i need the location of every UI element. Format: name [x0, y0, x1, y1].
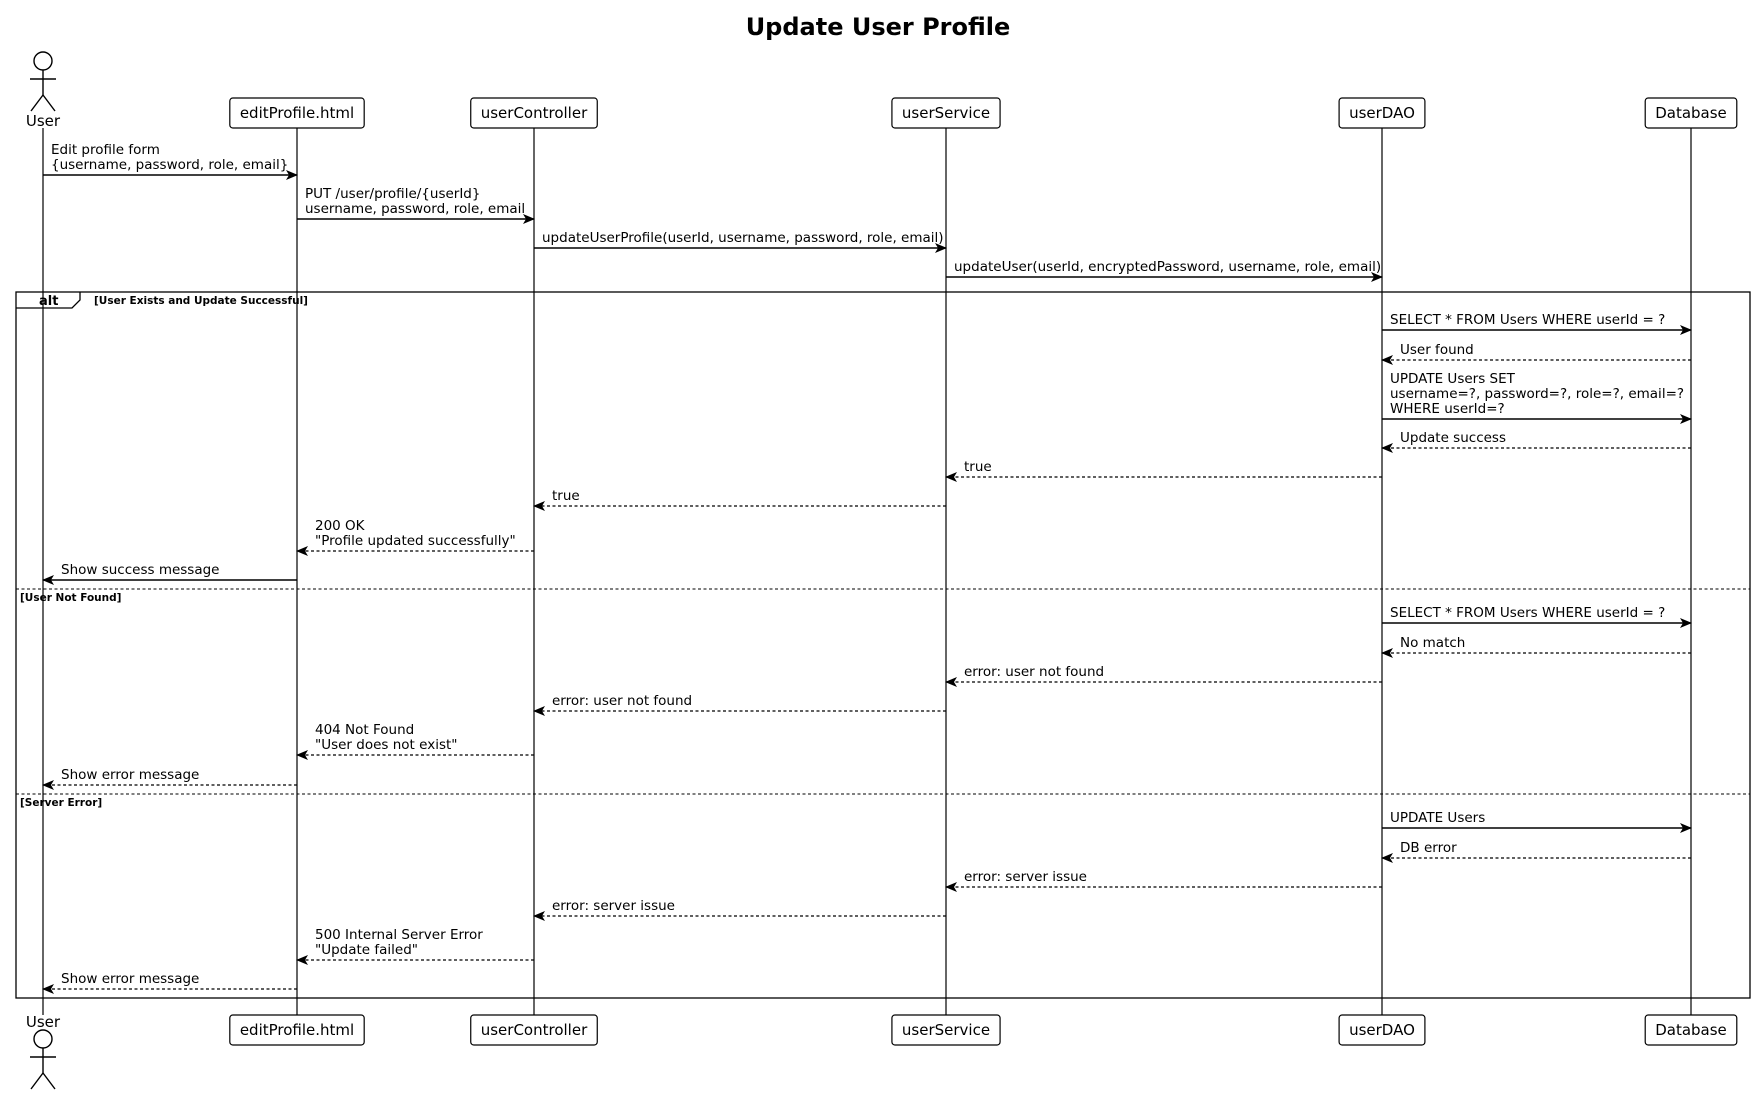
message-label: UPDATE Users SET [1390, 371, 1516, 387]
message-14: No match [1381, 635, 1691, 658]
message-label: 404 Not Found [315, 722, 414, 738]
message-4: updateUser(userId, encryptedPassword, us… [946, 259, 1383, 282]
message-label: updateUser(userId, encryptedPassword, us… [954, 259, 1381, 275]
message-label: User found [1400, 342, 1474, 358]
participant-userController-top: userController [470, 97, 598, 129]
actor-user-bottom: User [26, 1013, 61, 1090]
message-label: true [964, 459, 992, 475]
message-label: SELECT * FROM Users WHERE userId = ? [1390, 312, 1665, 328]
participant-label: userDAO [1349, 1021, 1415, 1039]
message-label: error: user not found [964, 664, 1104, 680]
alt-condition-1: [User Exists and Update Successful] [94, 295, 308, 307]
participant-label: userService [902, 104, 990, 122]
alt-frame-tag-box [16, 292, 81, 309]
message-label: DB error [1400, 840, 1457, 856]
alt-frame-tag: alt [39, 294, 58, 309]
message-21: error: server issue [945, 869, 1382, 892]
message-label: "Profile updated successfully" [315, 533, 516, 549]
message-18: Show error message [42, 767, 297, 790]
message-16: error: user not found [533, 693, 946, 716]
participant-box [1644, 1014, 1738, 1046]
message-1: Edit profile form{username, password, ro… [43, 142, 298, 180]
message-label: Show error message [61, 971, 199, 987]
message-23: 500 Internal Server Error"Update failed" [296, 927, 534, 965]
participant-box [1338, 1014, 1426, 1046]
message-label: 500 Internal Server Error [315, 927, 483, 943]
actor-head [33, 51, 53, 71]
message-label: error: user not found [552, 693, 692, 709]
message-20: DB error [1381, 840, 1691, 863]
message-10: true [533, 488, 946, 511]
participant-label: User [26, 1013, 61, 1031]
message-5: SELECT * FROM Users WHERE userId = ? [1382, 312, 1692, 335]
participant-label: Database [1655, 104, 1727, 122]
message-label: error: server issue [964, 869, 1087, 885]
message-label: username=?, password=?, role=?, email=? [1390, 386, 1684, 402]
participant-editProfile-bottom: editProfile.html [229, 1014, 365, 1046]
participant-box [470, 1014, 598, 1046]
message-24: Show error message [42, 971, 297, 994]
participant-userDAO-bottom: userDAO [1338, 1014, 1426, 1046]
participant-editProfile-top: editProfile.html [229, 97, 365, 129]
participant-box [891, 1014, 1001, 1046]
alt-frame [15, 291, 1751, 999]
message-label: username, password, role, email [305, 201, 525, 217]
participant-box [1644, 97, 1738, 129]
participant-box [891, 97, 1001, 129]
message-22: error: server issue [533, 898, 946, 921]
participant-label: Database [1655, 1021, 1727, 1039]
message-label: error: server issue [552, 898, 675, 914]
participant-label: userController [481, 104, 588, 122]
participant-label: userDAO [1349, 104, 1415, 122]
message-15: error: user not found [945, 664, 1382, 687]
participant-database-bottom: Database [1644, 1014, 1738, 1046]
participant-box [229, 1014, 365, 1046]
message-label: {username, password, role, email} [51, 157, 288, 173]
message-label: updateUserProfile(userId, username, pass… [542, 230, 944, 246]
message-label: UPDATE Users [1390, 810, 1485, 826]
participant-box [229, 97, 365, 129]
alt-condition-2: [User Not Found] [20, 592, 121, 604]
participant-label: editProfile.html [240, 104, 354, 122]
message-label: Edit profile form [51, 142, 160, 158]
message-label: No match [1400, 635, 1465, 651]
message-8: Update success [1381, 430, 1691, 453]
message-label: true [552, 488, 580, 504]
message-label: SELECT * FROM Users WHERE userId = ? [1390, 605, 1665, 621]
message-3: updateUserProfile(userId, username, pass… [534, 230, 947, 253]
participant-box [470, 97, 598, 129]
message-12: Show success message [42, 562, 297, 585]
message-label: Update success [1400, 430, 1506, 446]
message-label: Show error message [61, 767, 199, 783]
message-label: "User does not exist" [315, 737, 457, 753]
participant-userDAO-top: userDAO [1338, 97, 1426, 129]
participant-userService-bottom: userService [891, 1014, 1001, 1046]
message-label: WHERE userId=? [1390, 401, 1505, 417]
alt-condition-3: [Server Error] [20, 797, 102, 809]
message-label: Show success message [61, 562, 220, 578]
message-label: "Update failed" [315, 942, 418, 958]
diagram-title: Update User Profile [746, 13, 1011, 41]
actor-user-top: User [26, 51, 61, 130]
message-17: 404 Not Found"User does not exist" [296, 722, 534, 760]
participant-box [1338, 97, 1426, 129]
participant-label: User [26, 112, 61, 130]
message-label: PUT /user/profile/{userId} [305, 186, 480, 202]
message-19: UPDATE Users [1382, 810, 1692, 833]
message-label: 200 OK [315, 518, 366, 534]
participant-label: userService [902, 1021, 990, 1039]
message-2: PUT /user/profile/{userId}username, pass… [297, 186, 535, 224]
message-11: 200 OK"Profile updated successfully" [296, 518, 534, 556]
participant-database-top: Database [1644, 97, 1738, 129]
message-6: User found [1381, 342, 1691, 365]
actor-head [33, 1029, 53, 1049]
participant-userService-top: userService [891, 97, 1001, 129]
participant-label: userController [481, 1021, 588, 1039]
participant-label: editProfile.html [240, 1021, 354, 1039]
message-9: true [945, 459, 1382, 482]
participant-userController-bottom: userController [470, 1014, 598, 1046]
message-13: SELECT * FROM Users WHERE userId = ? [1382, 605, 1692, 628]
